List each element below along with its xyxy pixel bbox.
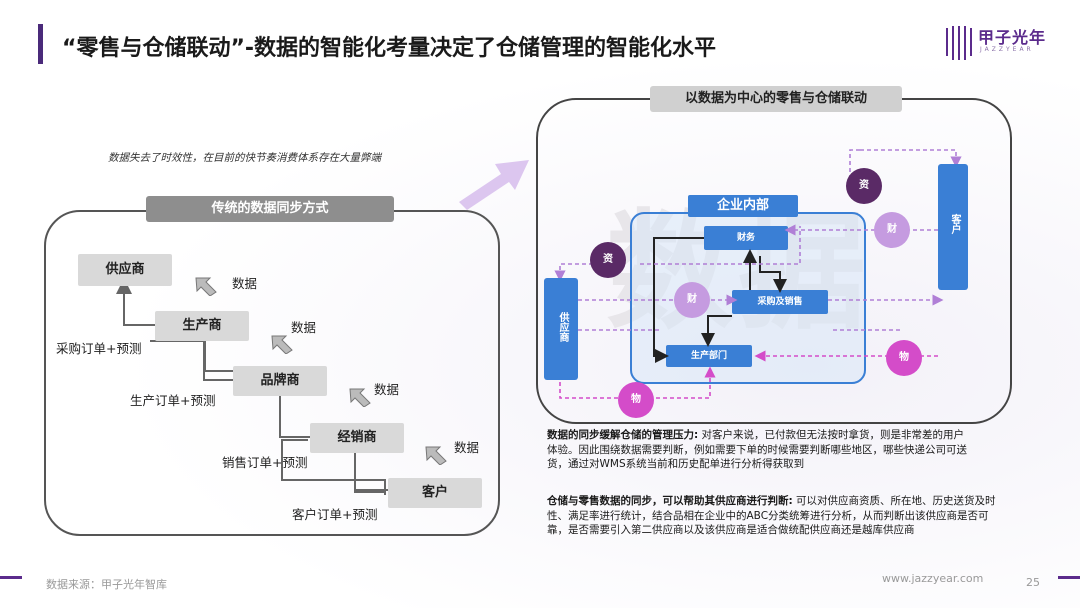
data-label: 数据 (232, 276, 258, 291)
brand-name: 甲子光年 (978, 28, 1047, 47)
data-arrow-icon (425, 446, 447, 465)
paragraph-1-text: 对客户来说，已付款但无法按时拿货，则是非常差的用户体验。因此围绕数据需要判断，例… (547, 429, 967, 470)
footer-line-left (0, 576, 22, 579)
production-box: 生产部门 (666, 345, 752, 367)
left-note: 数据失去了时效性，在目前的快节奏消费体系存在大量弊端 (108, 152, 381, 164)
node-supplier: 供应商 (78, 254, 172, 286)
paragraph-1-heading: 数据的同步缓解仓储的管理压力: (547, 429, 699, 441)
paragraph-2-heading: 仓储与零售数据的同步，可以帮助其供应商进行判断: (547, 495, 793, 507)
purchase-sales-box: 采购及销售 (732, 290, 828, 314)
order-label: 销售订单+预测 (222, 455, 308, 470)
supplier-block: 供应商 (544, 278, 578, 380)
order-label: 采购订单+预测 (56, 341, 142, 356)
goods-circle: 物 (618, 382, 654, 418)
order-label: 生产订单+预测 (130, 393, 216, 408)
node-producer: 生产商 (155, 311, 249, 341)
brand-name-en: JAZZYEAR (980, 46, 1034, 53)
data-label: 数据 (454, 440, 480, 455)
capital-circle: 资 (846, 168, 882, 204)
right-panel-title: 以数据为中心的零售与仓储联动 (650, 86, 902, 112)
node-brand: 品牌商 (233, 366, 327, 396)
customer-label: 客户 (949, 214, 960, 234)
customer-block: 客户 (938, 164, 968, 290)
title-accent-bar (38, 24, 43, 64)
finance-box: 财务 (704, 226, 788, 250)
footer-line-right (1058, 576, 1080, 579)
node-distributor: 经销商 (310, 423, 404, 453)
data-arrow-icon (195, 277, 217, 296)
data-arrow-icon (349, 388, 371, 407)
data-label: 数据 (374, 382, 400, 397)
paragraph-2: 仓储与零售数据的同步，可以帮助其供应商进行判断: 可以对供应商资质、所在地、历史… (547, 494, 999, 538)
goods-circle: 物 (886, 340, 922, 376)
finance-circle: 财 (674, 282, 710, 318)
brand-logo-icon (946, 26, 972, 60)
node-customer: 客户 (388, 478, 482, 508)
left-panel-title: 传统的数据同步方式 (146, 196, 394, 222)
page-number: 25 (1026, 576, 1040, 589)
finance-circle: 财 (874, 212, 910, 248)
data-arrow-icon (271, 335, 293, 354)
supplier-label: 供应商 (557, 312, 568, 342)
capital-circle: 资 (590, 242, 626, 278)
data-label: 数据 (291, 320, 317, 335)
footer-source: 数据来源：甲子光年智库 (46, 578, 167, 591)
order-label: 客户订单+预测 (292, 507, 378, 522)
footer-url[interactable]: www.jazzyear.com (882, 572, 984, 585)
page-title: “零售与仓储联动”-数据的智能化考量决定了仓储管理的智能化水平 (62, 36, 717, 61)
internal-label: 企业内部 (688, 195, 798, 217)
transition-arrow-icon (459, 160, 529, 210)
paragraph-2-text: 可以对供应商资质、所在地、历史送货及时性、满足率进行统计，结合品相在企业中的AB… (547, 495, 996, 536)
paragraph-1: 数据的同步缓解仓储的管理压力: 对客户来说，已付款但无法按时拿货，则是非常差的用… (547, 428, 967, 472)
